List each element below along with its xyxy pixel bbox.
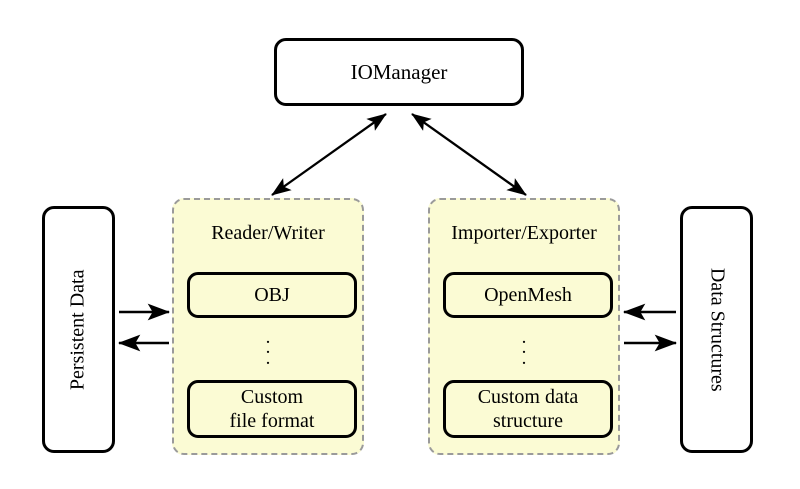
node-custom-file-format-label-line2: file format <box>229 410 315 432</box>
panel-reader-writer-title: Reader/Writer <box>211 222 325 244</box>
persistent-data-node[interactable]: Persistent Data <box>42 206 115 453</box>
node-obj-label: OBJ <box>254 284 290 306</box>
panel-reader-writer[interactable]: Reader/Writer OBJ ... Custom file format <box>172 198 364 455</box>
node-custom-file-format-label-line1: Custom <box>240 386 304 408</box>
persistent-data-label: Persistent Data <box>66 269 89 390</box>
node-openmesh-label: OpenMesh <box>484 284 572 306</box>
io-manager-label: IOManager <box>350 59 448 84</box>
node-custom-file-format[interactable]: Custom file format <box>187 380 357 438</box>
panel-importer-exporter-title: Importer/Exporter <box>451 222 597 244</box>
arrow-manager-to-importer-exporter <box>411 113 527 196</box>
node-custom-data-structure-label-line1: Custom data <box>477 386 579 408</box>
io-manager-node[interactable]: IOManager <box>274 38 524 106</box>
reader-writer-ellipsis-icon: ... <box>265 327 271 369</box>
importer-exporter-ellipsis-icon: ... <box>521 327 527 369</box>
arrow-manager-to-reader-writer <box>271 113 387 196</box>
data-structures-node[interactable]: Data Structures <box>680 206 753 453</box>
node-openmesh[interactable]: OpenMesh <box>443 272 613 318</box>
panel-importer-exporter[interactable]: Importer/Exporter OpenMesh ... Custom da… <box>428 198 620 455</box>
node-obj[interactable]: OBJ <box>187 272 357 318</box>
data-structures-label: Data Structures <box>706 267 729 392</box>
node-custom-data-structure[interactable]: Custom data structure <box>443 380 613 438</box>
node-custom-data-structure-label-line2: structure <box>493 410 563 432</box>
